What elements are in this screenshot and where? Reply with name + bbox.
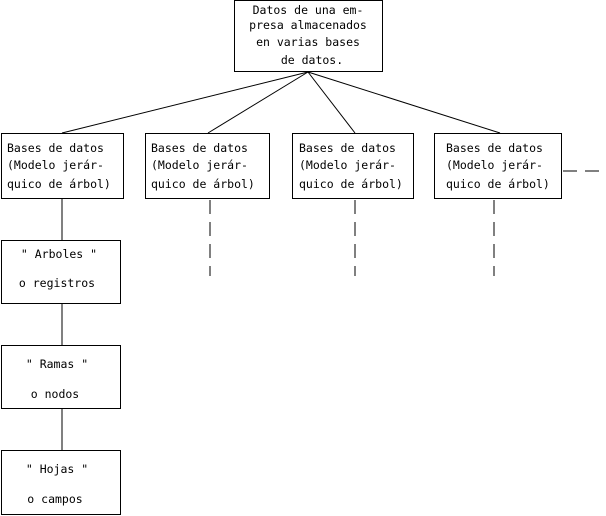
database-line-2: (Modelo jerár-	[446, 158, 543, 172]
root-line-3: en varias bases	[256, 35, 360, 49]
database-line-1: Bases de datos	[446, 141, 543, 155]
ramas-subtitle: o nodos	[31, 387, 79, 401]
root-line-1: Datos de una em-	[253, 3, 364, 17]
connector-root-db3	[307, 71, 356, 134]
ramas-title: " Ramas "	[26, 357, 88, 371]
hojas-title: " Hojas "	[26, 462, 88, 476]
connector-root-db1	[61, 71, 309, 134]
database-line-3: quico de árbol)	[7, 177, 111, 191]
database-line-2: (Modelo jerár-	[299, 158, 396, 172]
arboles-node: " Arboles " o registros	[1, 240, 121, 304]
ramas-node: " Ramas " o nodos	[1, 345, 121, 409]
connector-root-db4	[307, 71, 501, 134]
database-line-1: Bases de datos	[7, 141, 104, 155]
database-node-2: Bases de datos (Modelo jerár- quico de á…	[145, 133, 270, 199]
database-line-1: Bases de datos	[299, 141, 396, 155]
root-line-4: de datos.	[281, 53, 343, 67]
database-node-1: Bases de datos (Modelo jerár- quico de á…	[1, 133, 124, 199]
database-node-4: Bases de datos (Modelo jerár- quico de á…	[434, 133, 562, 199]
hojas-node: " Hojas " o campos	[1, 450, 121, 515]
connector-root-db2	[207, 71, 309, 134]
arboles-subtitle: o registros	[19, 276, 95, 290]
database-line-1: Bases de datos	[151, 141, 248, 155]
root-node: Datos de una em- presa almacenados en va…	[234, 0, 383, 72]
database-line-3: quico de árbol)	[151, 177, 255, 191]
root-line-2: presa almacenados	[249, 18, 367, 32]
arboles-title: " Arboles "	[21, 247, 97, 261]
database-line-3: quico de árbol)	[299, 177, 403, 191]
database-node-3: Bases de datos (Modelo jerár- quico de á…	[292, 133, 414, 199]
hojas-subtitle: o campos	[27, 492, 82, 506]
database-line-2: (Modelo jerár-	[151, 158, 248, 172]
database-line-2: (Modelo jerár-	[7, 158, 104, 172]
database-line-3: quico de árbol)	[446, 177, 550, 191]
